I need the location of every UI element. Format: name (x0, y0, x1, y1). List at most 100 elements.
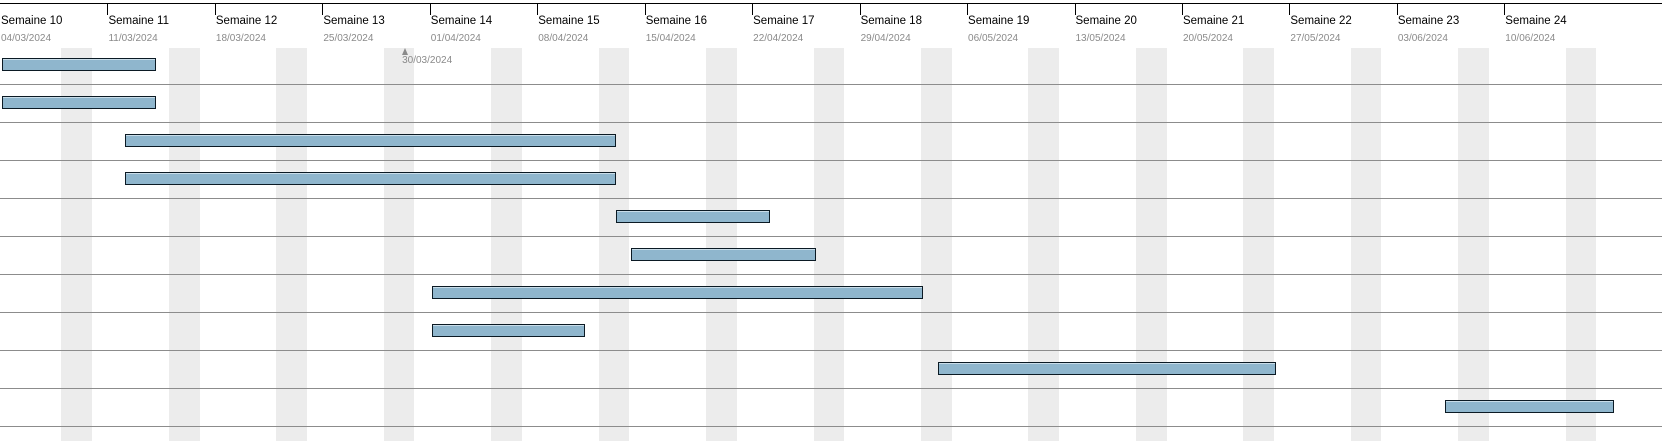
week-start-date: 13/05/2024 (1075, 33, 1126, 44)
weekend-shading (1565, 48, 1597, 441)
week-header: Semaine 17 22/04/2024 (752, 4, 859, 48)
row-separator (0, 312, 1662, 313)
week-label: Semaine 14 (430, 15, 493, 27)
week-start-date: 20/05/2024 (1182, 33, 1233, 44)
row-separator (0, 236, 1662, 237)
week-header: Semaine 20 13/05/2024 (1074, 4, 1182, 48)
week-header: Semaine 19 06/05/2024 (967, 4, 1074, 48)
task-bar[interactable] (124, 134, 616, 147)
week-tick (429, 4, 431, 15)
week-start-date: 06/05/2024 (968, 33, 1019, 44)
week-tick (1074, 4, 1076, 15)
weekend-shading (921, 48, 952, 441)
week-label: Semaine 19 (968, 15, 1030, 27)
row-separator (0, 122, 1662, 123)
week-label: Semaine 10 (1, 15, 63, 27)
task-bar[interactable] (938, 362, 1277, 375)
week-tick (1504, 4, 1506, 15)
week-header: Semaine 24 10/06/2024 (1504, 4, 1611, 48)
week-label: Semaine 16 (645, 15, 708, 27)
row-separator (0, 426, 1662, 427)
week-tick (322, 4, 324, 15)
weekend-shading (1135, 48, 1167, 441)
task-bar-highlight (1445, 401, 1613, 402)
week-start-date: 10/06/2024 (1505, 33, 1556, 44)
task-bar-highlight (125, 173, 615, 174)
week-tick (967, 4, 969, 15)
task-bar-highlight (617, 211, 769, 212)
week-header: Semaine 18 29/04/2024 (859, 4, 967, 48)
task-bar[interactable] (616, 210, 770, 223)
task-bar-highlight (432, 287, 922, 288)
week-start-date: 25/03/2024 (323, 33, 374, 44)
row-separator (0, 198, 1662, 199)
task-bar[interactable] (2, 58, 156, 71)
week-header: Semaine 15 08/04/2024 (537, 4, 644, 48)
week-tick (644, 4, 646, 15)
weekend-shading (813, 48, 845, 441)
gantt-body: 30/03/2024 (0, 48, 1662, 441)
task-bar-highlight (939, 363, 1276, 364)
task-bar[interactable] (431, 286, 923, 299)
week-start-date: 08/04/2024 (538, 33, 589, 44)
week-tick (859, 4, 861, 15)
task-bar-highlight (432, 325, 585, 326)
weekend-shading (598, 48, 630, 441)
week-label: Semaine 13 (323, 15, 385, 27)
week-tick (1289, 4, 1291, 15)
weekend-shading (1458, 48, 1489, 441)
row-separator (0, 388, 1662, 389)
row-separator (0, 350, 1662, 351)
task-bar[interactable] (631, 248, 816, 261)
row-separator (0, 84, 1662, 85)
week-header: Semaine 23 03/06/2024 (1396, 4, 1504, 48)
weekend-shading (383, 48, 415, 441)
row-separator (0, 160, 1662, 161)
week-label: Semaine 20 (1075, 15, 1137, 27)
task-bar[interactable] (1444, 400, 1614, 413)
date-marker-arrow (402, 48, 409, 55)
week-label: Semaine 22 (1290, 15, 1352, 27)
week-tick (752, 4, 754, 15)
week-start-date: 29/04/2024 (860, 33, 911, 44)
week-start-date: 22/04/2024 (753, 33, 804, 44)
week-start-date: 18/03/2024 (215, 33, 266, 44)
week-label: Semaine 18 (860, 15, 922, 27)
week-label: Semaine 23 (1397, 15, 1460, 27)
week-label: Semaine 21 (1182, 15, 1245, 27)
week-header: Semaine 21 20/05/2024 (1181, 4, 1289, 48)
week-start-date: 27/05/2024 (1290, 33, 1341, 44)
weekend-shading (491, 48, 522, 441)
task-bar[interactable] (2, 96, 156, 109)
task-bar-highlight (125, 135, 615, 136)
task-bar[interactable] (431, 324, 586, 337)
task-bar-highlight (3, 97, 155, 98)
weekend-shading (1350, 48, 1382, 441)
weekend-shading (61, 48, 93, 441)
date-marker-label: 30/03/2024 (402, 55, 453, 66)
row-separator (0, 274, 1662, 275)
week-label: Semaine 11 (108, 15, 169, 27)
week-start-date: 03/06/2024 (1397, 33, 1448, 44)
week-label: Semaine 15 (538, 15, 600, 27)
week-tick (537, 4, 539, 15)
week-tick (1396, 4, 1398, 15)
week-tick (1181, 4, 1183, 15)
task-bar-highlight (632, 249, 815, 250)
week-header: Semaine 13 25/03/2024 (322, 4, 429, 48)
week-label: Semaine 24 (1505, 15, 1567, 27)
week-tick (107, 4, 109, 15)
weekend-shading (1028, 48, 1060, 441)
weekend-shading (168, 48, 200, 441)
week-label: Semaine 17 (753, 15, 815, 27)
task-bar[interactable] (124, 172, 616, 185)
weekend-shading (276, 48, 307, 441)
weekend-shading (1243, 48, 1275, 441)
